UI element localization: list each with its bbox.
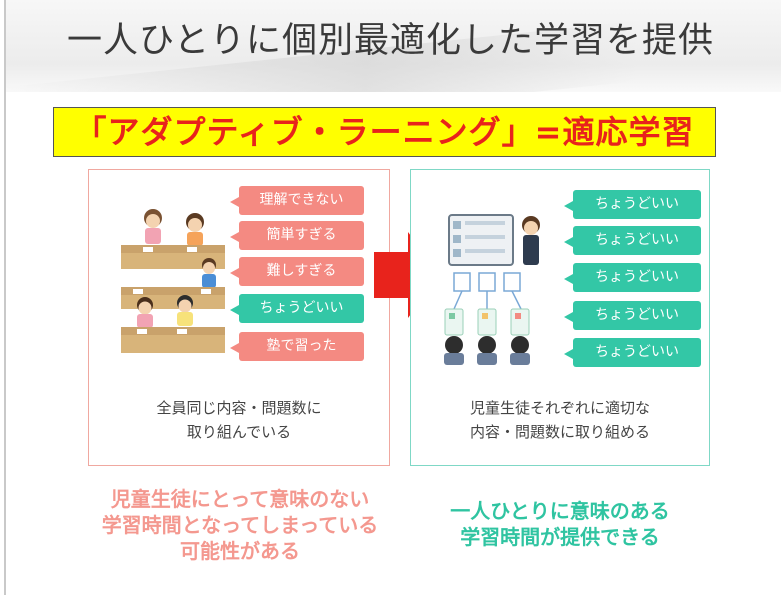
- right-caption-line2: 内容・問題数に取り組める: [469, 423, 650, 441]
- page-title: 一人ひとりに個別最適化した学習を提供: [67, 21, 714, 61]
- left-caption-line2: 取り組んでいる: [186, 423, 292, 441]
- bubble-just-right-5: ちょうどいい: [564, 338, 701, 367]
- left-outcome-text: 児童生徒にとって意味のない 学習時間となってしまっている 可能性がある: [80, 486, 400, 564]
- adaptive-learning-banner: 「アダプティブ・ラーニング」=適応学習: [53, 107, 716, 157]
- banner-text: 「アダプティブ・ラーニング」=適応学習: [74, 113, 695, 151]
- left-panel-uniform-learning: 理解できない 簡単すぎる 難しすぎる ちょうどいい 塾で習った 全員同じ内容・問…: [88, 169, 390, 466]
- left-edge-rule: [4, 0, 6, 595]
- classroom-illustration: [121, 209, 225, 353]
- bubble-too-hard: 難しすぎる: [230, 257, 364, 286]
- left-outcome-line2: 学習時間となってしまっている: [101, 513, 379, 537]
- bubble-just-right-3: ちょうどいい: [564, 263, 701, 292]
- bubble-too-easy: 簡単すぎる: [230, 221, 364, 250]
- right-caption: 児童生徒それぞれに適切な 内容・問題数に取り組める: [411, 396, 709, 444]
- bubble-just-right-1: ちょうどいい: [564, 190, 701, 219]
- right-outcome-line1: 一人ひとりに意味のある: [450, 499, 670, 523]
- right-outcome-line2: 学習時間が提供できる: [460, 525, 660, 549]
- right-caption-line1: 児童生徒それぞれに適切な: [469, 399, 650, 417]
- bubble-just-right-4: ちょうどいい: [564, 301, 701, 330]
- teacher-system-illustration: [444, 214, 540, 365]
- right-panel-adaptive-learning: ちょうどいい ちょうどいい ちょうどいい ちょうどいい ちょうどいい 児童生徒そ…: [410, 169, 710, 466]
- right-outcome-text: 一人ひとりに意味のある 学習時間が提供できる: [405, 498, 715, 550]
- left-caption-line1: 全員同じ内容・問題数に: [156, 399, 322, 417]
- bubble-dont-understand: 理解できない: [230, 186, 364, 215]
- left-outcome-line1: 児童生徒にとって意味のない: [110, 487, 370, 511]
- left-caption: 全員同じ内容・問題数に 取り組んでいる: [89, 396, 389, 444]
- bubble-just-right: ちょうどいい: [230, 294, 364, 323]
- left-outcome-line3: 可能性がある: [180, 539, 300, 563]
- bubble-learned-at-cram-school: 塾で習った: [230, 332, 364, 361]
- title-band: [6, 0, 781, 92]
- bubble-just-right-2: ちょうどいい: [564, 226, 701, 255]
